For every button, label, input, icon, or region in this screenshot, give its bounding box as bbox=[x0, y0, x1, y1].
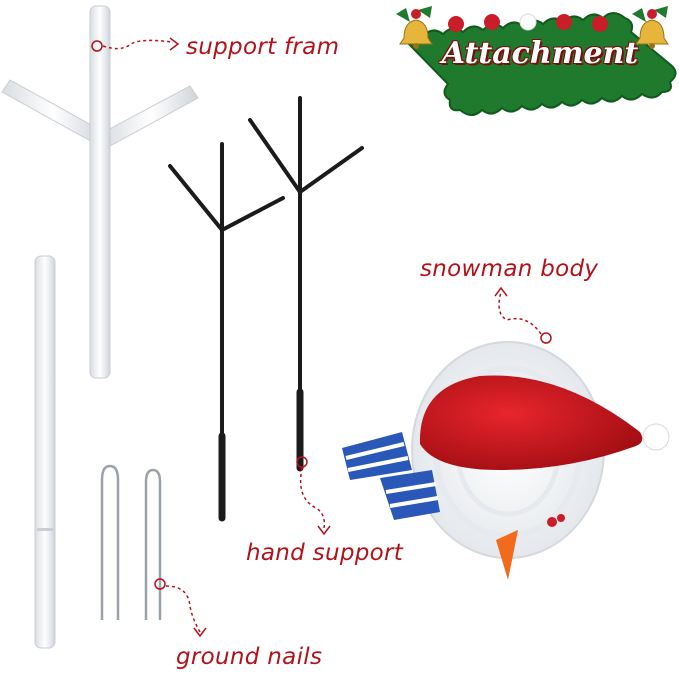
bell-icon bbox=[632, 6, 669, 49]
bell-icon bbox=[396, 6, 433, 49]
arrow-ground-nails bbox=[154, 578, 207, 638]
extension-pole-part bbox=[34, 255, 56, 649]
banner-ornament-dots bbox=[448, 13, 608, 32]
arrow-support-frame bbox=[91, 37, 180, 52]
support-frame-part bbox=[1, 5, 199, 379]
arrow-snowman-body bbox=[494, 286, 552, 344]
arrow-hand-support bbox=[296, 456, 331, 536]
label-snowman-body: snowman body bbox=[420, 256, 599, 282]
hand-support-right-part bbox=[248, 96, 364, 472]
snowman-body-part bbox=[342, 341, 670, 580]
carrot-nose bbox=[496, 530, 518, 580]
label-hand-support: hand support bbox=[246, 540, 404, 566]
banner-title: Attachment bbox=[441, 36, 639, 71]
ground-nails-part bbox=[100, 464, 162, 620]
santa-hat bbox=[419, 375, 670, 470]
hand-support-left-part bbox=[168, 142, 285, 522]
scarf bbox=[342, 432, 440, 520]
label-support-frame: support fram bbox=[186, 34, 340, 60]
label-ground-nails: ground nails bbox=[176, 644, 323, 670]
attachment-banner bbox=[396, 6, 677, 116]
